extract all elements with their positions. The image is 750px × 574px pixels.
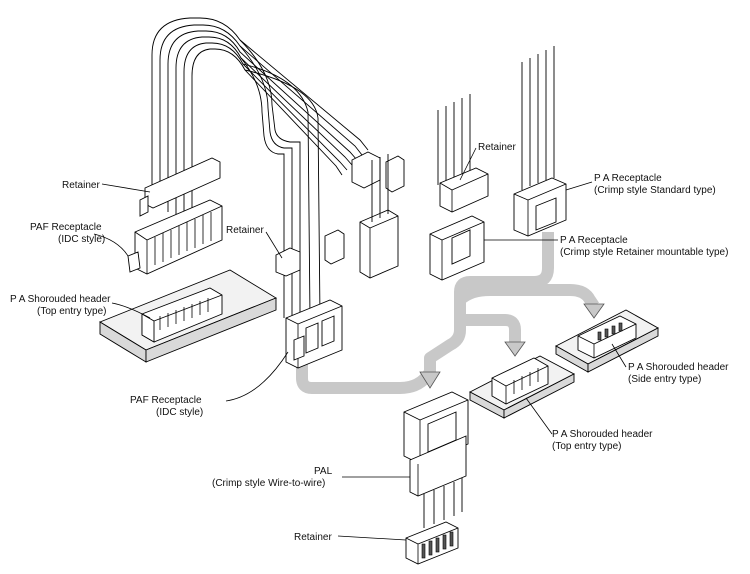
label-pa-header-top: P A Shorouded header [552, 429, 653, 440]
label-paf-receptacle-bottom-sub: (IDC style) [156, 407, 203, 418]
pa-receptacle-loop-end [351, 151, 405, 279]
label-pa-receptacle-standard: P A Receptacle [594, 173, 662, 184]
flow-arrow-top-header [504, 341, 526, 357]
board-side-entry [555, 309, 659, 373]
label-pa-receptacle-retainer: P A Receptacle [560, 235, 628, 246]
retainer-bottom-part [405, 521, 459, 565]
label-retainer-right: Retainer [478, 142, 516, 153]
label-pa-header-top-sub: (Top entry type) [552, 441, 621, 452]
flow-arrow-side-header [583, 303, 605, 319]
label-pa-receptacle-retainer-sub: (Crimp style Retainer mountable type) [560, 247, 728, 258]
flow-paths [296, 232, 605, 394]
label-retainer-middle: Retainer [226, 225, 264, 236]
label-retainer-bottom: Retainer [294, 532, 332, 543]
leader-lines [93, 147, 627, 541]
label-paf-receptacle-bottom: PAF Receptacle [130, 395, 202, 406]
ribbon-cable [151, 17, 369, 319]
pa-receptacle-standard [513, 46, 567, 237]
board-top-entry [469, 355, 575, 419]
label-paf-receptacle-top-sub: (IDC style) [58, 234, 105, 245]
label-pa-header-left-sub: (Top entry type) [37, 306, 106, 317]
label-pa-header-side: P A Shorouded header [628, 362, 729, 373]
label-pal-sub: (Crimp style Wire-to-wire) [212, 478, 325, 489]
pa-receptacle-retainer-mountable [429, 94, 489, 281]
label-pal: PAL [314, 466, 333, 477]
label-retainer-top-left: Retainer [62, 180, 100, 191]
paf-receptacle-top [127, 157, 223, 275]
labels: Retainer PAF Receptacle (IDC style) P A … [10, 142, 729, 543]
flow-arrow-pal [419, 371, 441, 389]
label-pa-header-left: P A Shorouded header [10, 294, 111, 305]
label-paf-receptacle-top: PAF Receptacle [30, 222, 102, 233]
paf-receptacle-bottom [275, 229, 345, 369]
board-left [98, 269, 278, 363]
pal-connector [403, 391, 469, 528]
label-pa-header-side-sub: (Side entry type) [628, 374, 701, 385]
label-pa-receptacle-standard-sub: (Crimp style Standard type) [594, 185, 716, 196]
